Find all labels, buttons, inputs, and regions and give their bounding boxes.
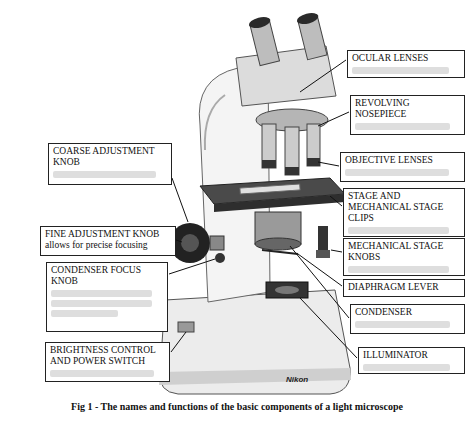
- leader-line: [300, 298, 357, 358]
- diaphragm-lever: [262, 250, 298, 254]
- obscured-text: [355, 321, 450, 328]
- label-box: STAGE AND MECHANICAL STAGE CLIPS: [343, 188, 465, 237]
- objective-tip: [285, 167, 299, 175]
- obscured-text: [355, 123, 450, 130]
- label-box: MECHANICAL STAGE KNOBS: [343, 238, 465, 276]
- condenser-lens: [255, 238, 301, 250]
- objective: [262, 124, 276, 168]
- microscope-base: [160, 290, 350, 394]
- label-box: OBJECTIVE LENSES: [340, 152, 465, 182]
- leader-line: [330, 196, 342, 206]
- obscured-text: [363, 364, 450, 371]
- slide: [240, 184, 300, 194]
- part-name: REVOLVING NOSEPIECE: [355, 98, 460, 120]
- label-box: CONDENSER: [350, 304, 465, 334]
- leader-line: [290, 246, 349, 318]
- knob-shaft: [210, 236, 224, 250]
- part-name: MECHANICAL STAGE KNOBS: [348, 241, 460, 263]
- leader-line: [176, 240, 182, 242]
- label-box: COARSE ADJUSTMENT KNOB: [48, 143, 172, 185]
- illuminator-lens: [275, 286, 299, 294]
- leader-line: [300, 60, 346, 92]
- leader-line: [331, 250, 342, 252]
- label-box: ILLUMINATOR: [358, 347, 465, 374]
- label-box: REVOLVING NOSEPIECE: [350, 95, 465, 135]
- objective: [307, 124, 320, 166]
- illuminator: [266, 282, 308, 298]
- obscured-text: [50, 370, 154, 377]
- obscured-text: [348, 266, 449, 273]
- arm-shade: [205, 95, 225, 150]
- part-function: allows for precise focusing: [45, 240, 171, 251]
- part-name: BRIGHTNESS CONTROL AND POWER SWITCH: [50, 345, 165, 367]
- label-box: BRIGHTNESS CONTROL AND POWER SWITCH: [45, 342, 170, 382]
- base-front: [159, 368, 351, 385]
- part-name: COARSE ADJUSTMENT KNOB: [53, 146, 167, 168]
- label-box: FINE ADJUSTMENT KNOBallows for precise f…: [40, 226, 176, 256]
- eyepiece-top: [296, 11, 320, 26]
- part-name: ILLUMINATOR: [363, 350, 460, 361]
- obscured-text: [51, 300, 152, 307]
- leader-line: [318, 162, 339, 166]
- label-box: DIAPHRAGM LEVER: [343, 279, 465, 297]
- obscured-text: [53, 171, 156, 178]
- leader-line: [298, 254, 342, 286]
- part-name: OCULAR LENSES: [352, 53, 460, 64]
- stage-knob: [316, 250, 330, 258]
- obscured-text: [348, 227, 449, 234]
- eyepiece: [296, 11, 328, 60]
- leader-line: [318, 112, 349, 126]
- eyepiece-top: [248, 15, 272, 30]
- objective-tip: [262, 160, 276, 168]
- leader-line: [172, 178, 188, 222]
- leader-line: [169, 259, 215, 274]
- obscured-text: [51, 290, 152, 297]
- part-name: CONDENSER FOCUS KNOB: [51, 265, 163, 287]
- label-box: OCULAR LENSES: [347, 50, 465, 78]
- part-name: STAGE AND MECHANICAL STAGE CLIPS: [348, 191, 460, 224]
- condenser-knob: [215, 253, 225, 263]
- part-name: OBJECTIVE LENSES: [345, 155, 460, 166]
- part-name: CONDENSER: [355, 307, 460, 318]
- fine-knob: [181, 234, 199, 252]
- leader-line: [171, 332, 186, 352]
- obscured-text: [352, 67, 449, 74]
- coarse-knob: [170, 223, 210, 263]
- label-box: CONDENSER FOCUS KNOB: [46, 262, 168, 332]
- leader-lines: [169, 60, 357, 358]
- objective: [285, 127, 299, 175]
- power-switch: [178, 322, 194, 332]
- part-name: DIAPHRAGM LEVER: [348, 282, 460, 293]
- brand-label: Nikon: [286, 375, 308, 384]
- obscured-text: [345, 169, 449, 176]
- eyepiece: [248, 15, 281, 66]
- stage-edge: [214, 194, 345, 212]
- obscured-text: [51, 310, 118, 317]
- part-name: FINE ADJUSTMENT KNOB: [45, 229, 171, 240]
- figure-caption: Fig 1 - The names and functions of the b…: [0, 401, 474, 412]
- stage-knob: [318, 226, 328, 250]
